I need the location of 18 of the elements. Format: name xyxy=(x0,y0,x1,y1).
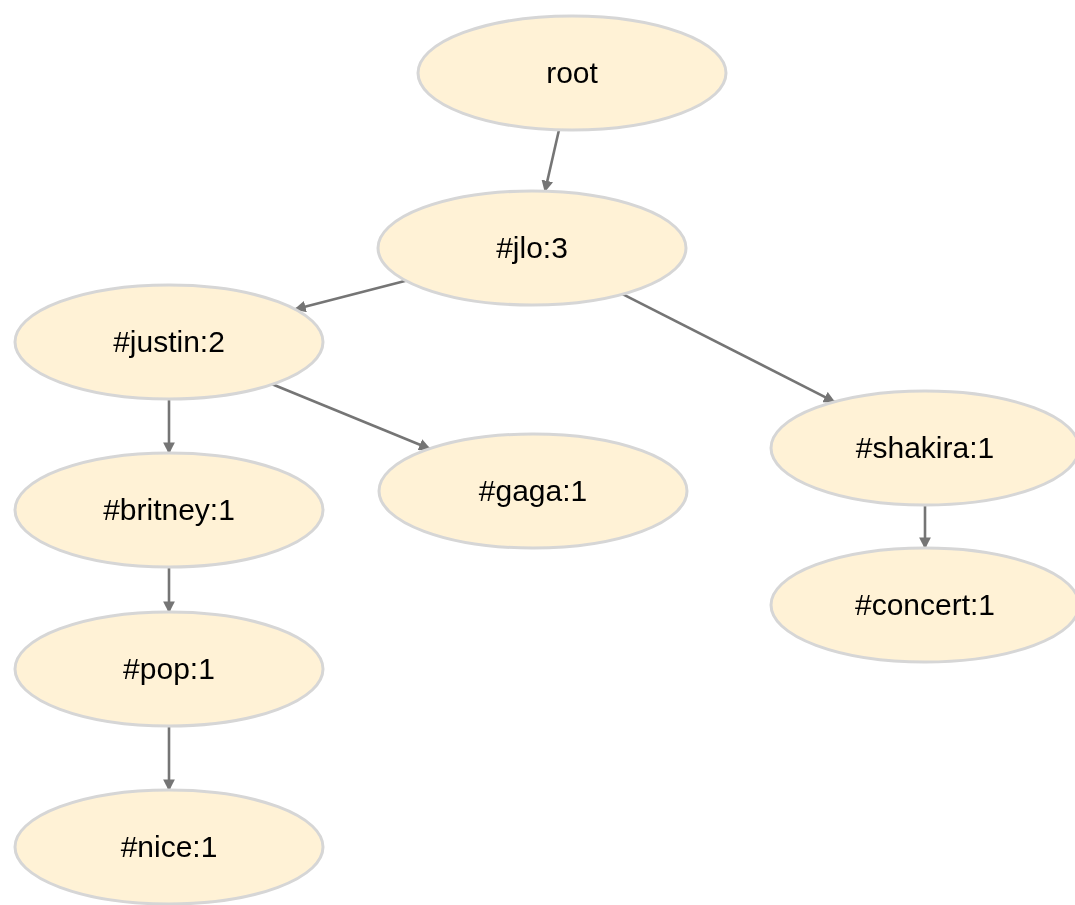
ellipse-node xyxy=(376,189,688,307)
node-label: #concert:1 xyxy=(854,588,996,622)
node-label: #pop:1 xyxy=(123,652,215,686)
arrow xyxy=(271,383,431,451)
node-label: #jlo:3 xyxy=(496,231,568,265)
node-label: #gaga:1 xyxy=(478,474,588,508)
node-label: #justin:2 xyxy=(113,325,225,359)
ellipse-node xyxy=(13,610,325,728)
node-label: #nice:1 xyxy=(120,830,218,864)
arrow xyxy=(294,279,407,313)
ellipse-node xyxy=(377,432,689,550)
node-label: root xyxy=(546,56,598,90)
ellipse-node xyxy=(416,14,728,132)
arrow xyxy=(622,292,836,404)
ellipse-node xyxy=(13,283,325,401)
node-label: #shakira:1 xyxy=(855,431,995,465)
ellipse-node xyxy=(13,451,325,569)
node-label: #britney:1 xyxy=(103,493,235,527)
